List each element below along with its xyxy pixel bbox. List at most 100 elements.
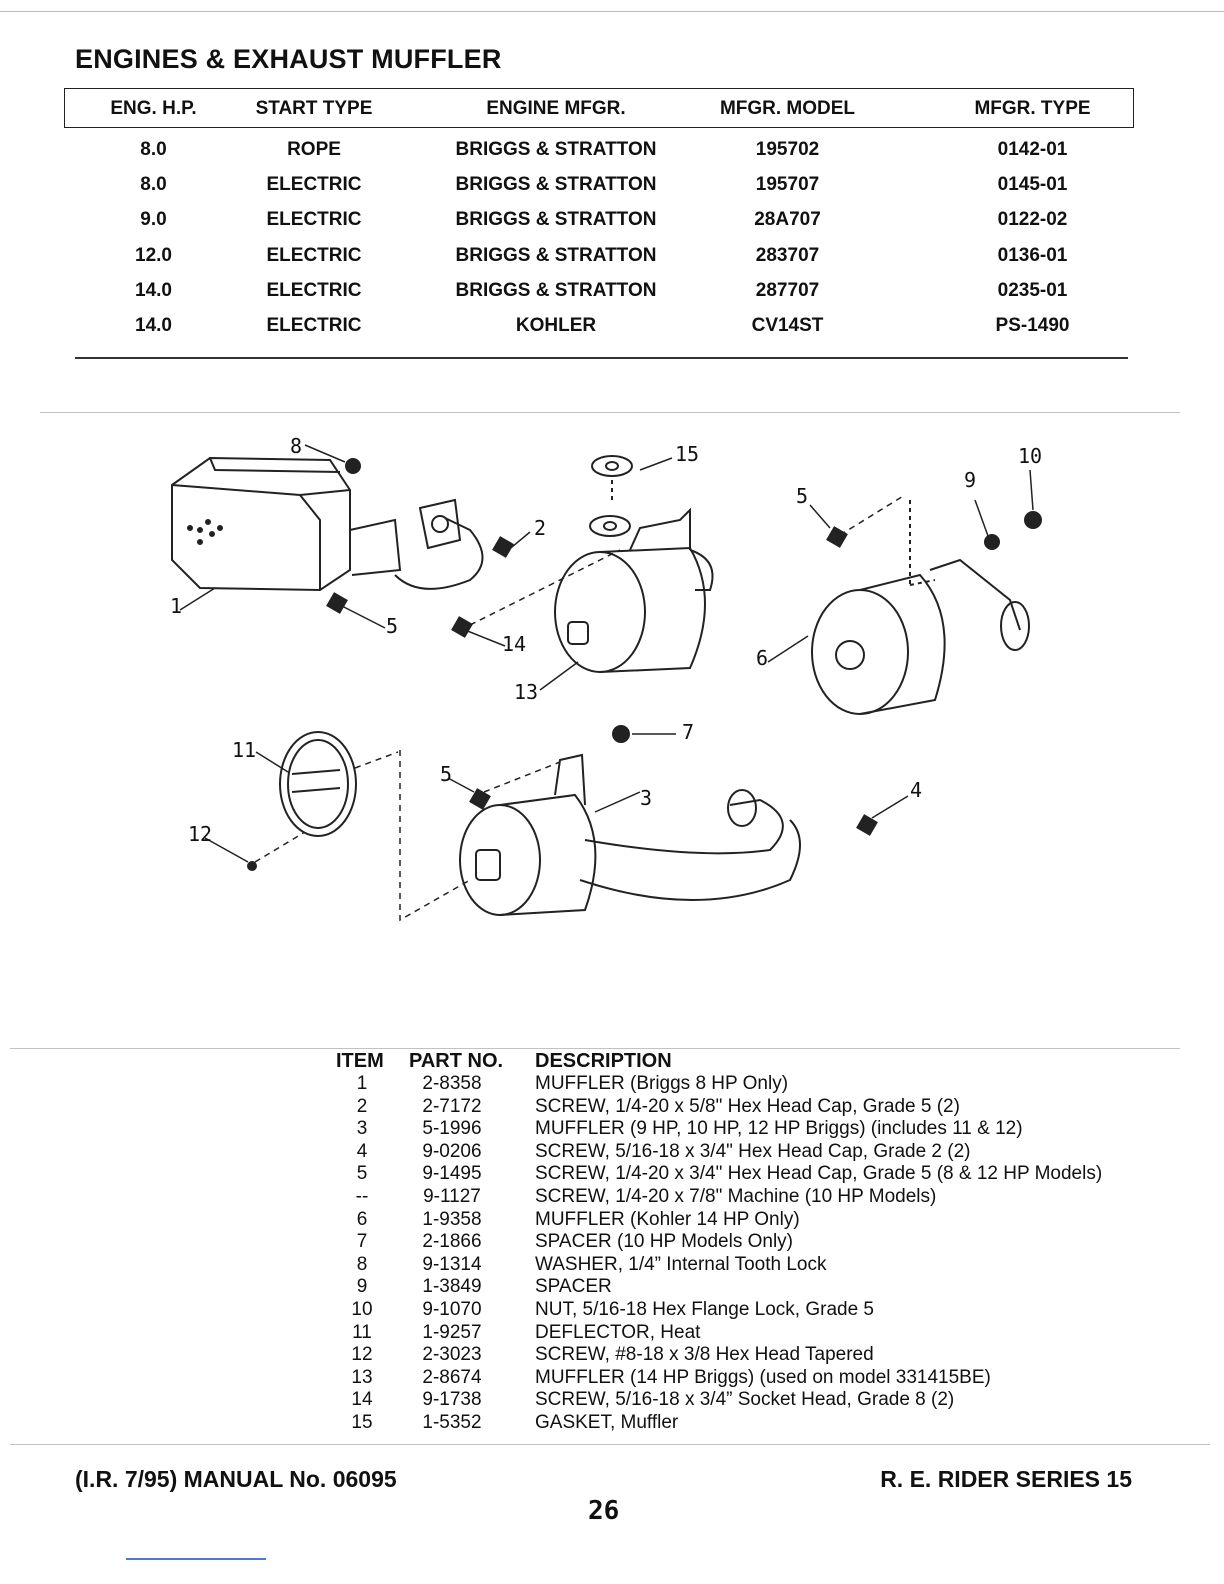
parts-row-13-part-no: 2-3023 <box>422 1344 482 1366</box>
parts-row-8-description: SPACER (10 HP Models Only) <box>535 1231 793 1253</box>
parts-row-11-description: NUT, 5/16-18 Hex Flange Lock, Grade 5 <box>535 1299 875 1320</box>
parts-row-10-description: SPACER <box>535 1276 612 1298</box>
parts-row-11-part-no: 9-1070 <box>422 1299 482 1320</box>
callout-9: 9 <box>964 468 977 492</box>
muffler-item-6-drawing <box>811 500 1030 715</box>
parts-row-14-description: MUFFLER (14 HP Briggs) (used on model 33… <box>535 1366 991 1388</box>
parts-row-11-item: 10 <box>351 1299 373 1320</box>
parts-row-4-part-no: 9-0206 <box>422 1140 482 1162</box>
parts-row-9-item: 8 <box>356 1253 368 1275</box>
page-number: 26 <box>588 1496 620 1526</box>
parts-row-5-description: SCREW, 1/4-20 x 3/4" Hex Head Cap, Grade… <box>535 1163 1103 1185</box>
engine-row-3-model: 28A707 <box>754 209 821 231</box>
parts-row-13-item: 12 <box>351 1344 373 1366</box>
engine-table-header-box <box>64 88 1134 128</box>
parts-row-16-description: GASKET, Muffler <box>535 1412 679 1433</box>
engine-row-3-mfgr: BRIGGS & STRATTON <box>455 209 657 231</box>
parts-row-10-part-no: 1-3849 <box>422 1276 482 1298</box>
parts-row-4-item: 4 <box>356 1140 368 1162</box>
parts-row-15-part-no: 9-1738 <box>422 1389 482 1411</box>
parts-row-6-part-no: 9-1127 <box>423 1186 481 1207</box>
engine-table-bottom-rule <box>75 357 1128 359</box>
engine-row-4-hp: 12.0 <box>135 244 172 266</box>
engine-row-4-type: 0136-01 <box>997 244 1068 266</box>
parts-divider-dashed <box>10 1048 1180 1049</box>
parts-row-16-item: 15 <box>351 1412 373 1433</box>
engine-row-6-model: CV14ST <box>751 315 824 336</box>
top-border-line <box>0 11 1224 12</box>
engine-row-3-start-type: ELECTRIC <box>266 209 362 231</box>
engine-col-header-hp: ENG. H.P. <box>110 98 197 119</box>
parts-row-16-part-no: 1-5352 <box>422 1412 482 1433</box>
deflector-item-11-drawing <box>279 731 357 837</box>
engine-row-5-model: 287707 <box>755 279 820 301</box>
callout-5-left: 5 <box>386 614 399 638</box>
engine-row-2-mfgr: BRIGGS & STRATTON <box>455 174 657 196</box>
callout-14: 14 <box>502 632 527 656</box>
parts-row-12-item: 11 <box>352 1321 372 1343</box>
parts-row-8-part-no: 2-1866 <box>422 1231 482 1253</box>
callout-11: 11 <box>232 738 257 762</box>
engine-row-4-mfgr: BRIGGS & STRATTON <box>455 244 657 266</box>
parts-col-header-part-no: PART NO. <box>409 1050 504 1072</box>
engine-row-1-start-type: ROPE <box>287 139 341 160</box>
muffler-item-1-drawing <box>171 456 484 592</box>
callout-5-bottom: 5 <box>440 762 453 786</box>
footer-divider-dashed <box>10 1444 1210 1445</box>
parts-row-3-part-no: 5-1996 <box>422 1118 482 1140</box>
parts-row-2-part-no: 2-7172 <box>422 1095 482 1117</box>
callout-15: 15 <box>675 442 700 466</box>
engine-row-1-hp: 8.0 <box>140 139 167 160</box>
parts-row-4-description: SCREW, 5/16-18 x 3/4" Hex Head Cap, Grad… <box>535 1140 971 1162</box>
section-divider-dashed <box>40 412 1180 413</box>
callout-12: 12 <box>188 822 213 846</box>
parts-col-header-description: DESCRIPTION <box>535 1050 672 1072</box>
engine-row-2-type: 0145-01 <box>997 174 1068 196</box>
callout-10: 10 <box>1018 444 1043 468</box>
parts-col-header-item: ITEM <box>336 1050 384 1072</box>
callout-leader-lines <box>179 444 1034 922</box>
footer-series-name: R. E. RIDER SERIES 15 <box>880 1466 1132 1492</box>
parts-row-9-part-no: 9-1314 <box>422 1253 482 1275</box>
parts-row-5-part-no: 9-1495 <box>422 1163 482 1185</box>
engine-col-header-start-type: START TYPE <box>255 98 373 119</box>
parts-row-13-description: SCREW, #8-18 x 3/8 Hex Head Tapered <box>535 1344 874 1366</box>
engine-row-5-hp: 14.0 <box>135 279 172 301</box>
callout-5-top: 5 <box>796 484 809 508</box>
callout-6: 6 <box>756 646 769 670</box>
bottom-accent-line <box>126 1558 266 1560</box>
page-title: ENGINES & EXHAUST MUFFLER <box>75 44 502 74</box>
parts-row-3-item: 3 <box>356 1118 368 1140</box>
fasteners-drawing <box>247 458 1042 871</box>
muffler-item-13-drawing <box>554 455 714 673</box>
callout-2: 2 <box>534 516 547 540</box>
engine-row-5-mfgr: BRIGGS & STRATTON <box>455 279 657 301</box>
engine-row-2-start-type: ELECTRIC <box>266 174 362 196</box>
parts-row-15-description: SCREW, 5/16-18 x 3/4” Socket Head, Grade… <box>535 1389 955 1411</box>
parts-row-9-description: WASHER, 1/4” Internal Tooth Lock <box>535 1253 827 1275</box>
parts-row-6-description: SCREW, 1/4-20 x 7/8" Machine (10 HP Mode… <box>535 1186 937 1207</box>
parts-row-15-item: 14 <box>351 1389 373 1411</box>
engine-row-4-start-type: ELECTRIC <box>266 244 362 266</box>
callout-4: 4 <box>910 778 923 802</box>
engine-col-header-type: MFGR. TYPE <box>974 98 1091 119</box>
engine-row-6-start-type: ELECTRIC <box>266 315 362 336</box>
parts-row-7-item: 6 <box>356 1208 368 1230</box>
parts-row-7-part-no: 1-9358 <box>422 1208 482 1230</box>
engine-row-4-model: 283707 <box>755 244 820 266</box>
parts-row-1-item: 1 <box>356 1073 368 1094</box>
parts-row-1-part-no: 2-8358 <box>422 1073 482 1094</box>
callout-1: 1 <box>170 594 183 618</box>
engine-row-1-model: 195702 <box>755 139 820 160</box>
callout-8: 8 <box>290 434 303 458</box>
engine-row-3-type: 0122-02 <box>997 209 1068 231</box>
engine-row-1-type: 0142-01 <box>997 139 1068 160</box>
parts-row-3-description: MUFFLER (9 HP, 10 HP, 12 HP Briggs) (inc… <box>535 1118 1023 1140</box>
engine-row-5-type: 0235-01 <box>997 279 1068 301</box>
parts-row-1-description: MUFFLER (Briggs 8 HP Only) <box>535 1073 789 1094</box>
muffler-item-3-drawing <box>459 753 801 916</box>
parts-row-14-item: 13 <box>351 1366 373 1388</box>
parts-row-7-description: MUFFLER (Kohler 14 HP Only) <box>535 1208 800 1230</box>
parts-row-6-item: -- <box>355 1186 369 1207</box>
engine-row-3-hp: 9.0 <box>140 209 167 231</box>
